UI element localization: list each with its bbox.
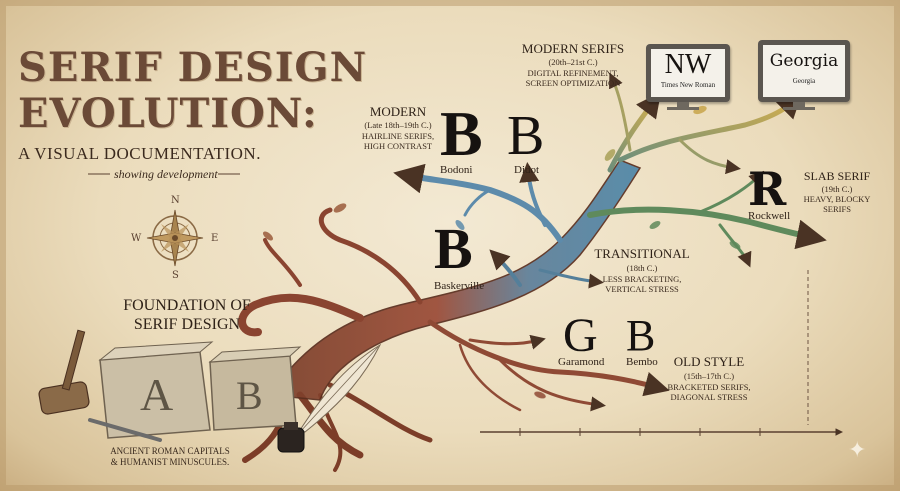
font-label-rockwell: Rockwell [748, 210, 791, 222]
slab-serif-era: (19th C.) [821, 184, 853, 194]
foundation-heading-line-1: FOUNDATION OF [123, 297, 251, 314]
modern-serifs-desc-line-2: SCREEN OPTIMIZATION [525, 78, 621, 88]
font-label-georgia: Georgia [792, 77, 816, 85]
tree-leaves [263, 105, 741, 399]
stone-block-a: A [140, 369, 174, 420]
glyph-rockwell: R [748, 162, 787, 216]
timeline-ticks [519, 428, 761, 436]
old-style-desc-line-1: BRACKETED SERIFS, [667, 382, 751, 392]
branch-left-curl [318, 207, 423, 305]
old-style-era: (15th–17th C.) [683, 371, 735, 381]
old-style-heading: OLD STYLE [673, 354, 745, 369]
monitor-base-georgia [783, 107, 815, 110]
sparkle-icon: ✦ [848, 438, 867, 463]
modern-heading: MODERN [369, 104, 427, 119]
compass-s: S [172, 270, 179, 281]
compass-w: W [131, 233, 142, 244]
glyph-didot: B [507, 105, 545, 167]
title-line-1: SERIF DESIGN [18, 44, 368, 91]
stone-blocks [98, 341, 302, 439]
modern-desc-line-2: HIGH CONTRAST [363, 141, 433, 151]
glyph-baskerville: B [434, 216, 473, 281]
font-label-bodoni: Bodoni [440, 164, 473, 176]
monitor-stand-times [677, 102, 689, 108]
glyph-bodoni: B [440, 98, 483, 169]
branch-old-style [427, 319, 670, 412]
transitional-era: (18th C.) [626, 263, 658, 273]
glyph-garamond: G [563, 309, 598, 362]
mallet-chisel-icon [38, 329, 162, 442]
modern-era: (Late 18th–19th C.) [364, 120, 432, 130]
font-label-didot: Didot [514, 164, 540, 176]
glyph-times-new-roman: NW [664, 49, 712, 80]
glyph-bembo: B [626, 311, 656, 360]
glyph-georgia: Georgia [769, 51, 839, 71]
stone-block-b: B [236, 373, 263, 418]
monitor-screen-georgia: Georgia Georgia [763, 45, 845, 97]
quill-inkwell-icon [277, 343, 382, 453]
compass-rose-icon [146, 209, 204, 267]
font-label-bembo: Bembo [626, 356, 658, 368]
font-label-times-new-roman: Times New Roman [660, 81, 716, 89]
compass-n: N [171, 195, 180, 206]
modern-serifs-heading: MODERN SERIFS [521, 41, 625, 56]
tagline: showing development [114, 167, 218, 181]
foundation-heading-line-2: SERIF DESIGN [133, 316, 241, 333]
transitional-desc-line-2: VERTICAL STRESS [605, 284, 679, 294]
branch-modern [393, 162, 563, 243]
foundation-caption-line-1: ANCIENT ROMAN CAPITALS [110, 446, 230, 456]
branch-foundation [238, 293, 364, 337]
font-label-baskerville: Baskerville [434, 280, 485, 292]
title-line-2: EVOLUTION: [18, 90, 318, 137]
slab-serif-heading: SLAB SERIF [803, 169, 871, 183]
compass-e: E [211, 233, 219, 244]
branch-transitional [489, 249, 604, 289]
branch-modern-serifs [607, 72, 803, 175]
modern-desc-line-1: HAIRLINE SERIFS, [361, 131, 435, 141]
transitional-desc-line-1: LESS BRACKETING, [602, 274, 682, 284]
monitor-base-times [667, 107, 699, 110]
branch-left-sprout [263, 238, 302, 287]
monitor-screen-times: NW Times New Roman [651, 49, 725, 97]
slab-serif-desc-line-1: HEAVY, BLOCKY [803, 194, 871, 204]
foundation-caption-line-2: & HUMANIST MINUSCULES. [110, 457, 230, 467]
monitor-times-new-roman: NW Times New Roman [646, 44, 730, 102]
old-style-desc-line-2: DIAGONAL STRESS [670, 392, 748, 402]
monitor-georgia: Georgia Georgia [758, 40, 850, 102]
monitor-stand-georgia [793, 102, 805, 108]
font-label-garamond: Garamond [558, 356, 605, 368]
slab-serif-desc-line-2: SERIFS [823, 204, 851, 214]
subtitle: A VISUAL DOCUMENTATION. [18, 144, 261, 163]
modern-serifs-era: (20th–21st C.) [548, 57, 598, 67]
transitional-heading: TRANSITIONAL [594, 246, 690, 261]
modern-serifs-desc-line-1: DIGITAL REFINEMENT, [527, 68, 619, 78]
